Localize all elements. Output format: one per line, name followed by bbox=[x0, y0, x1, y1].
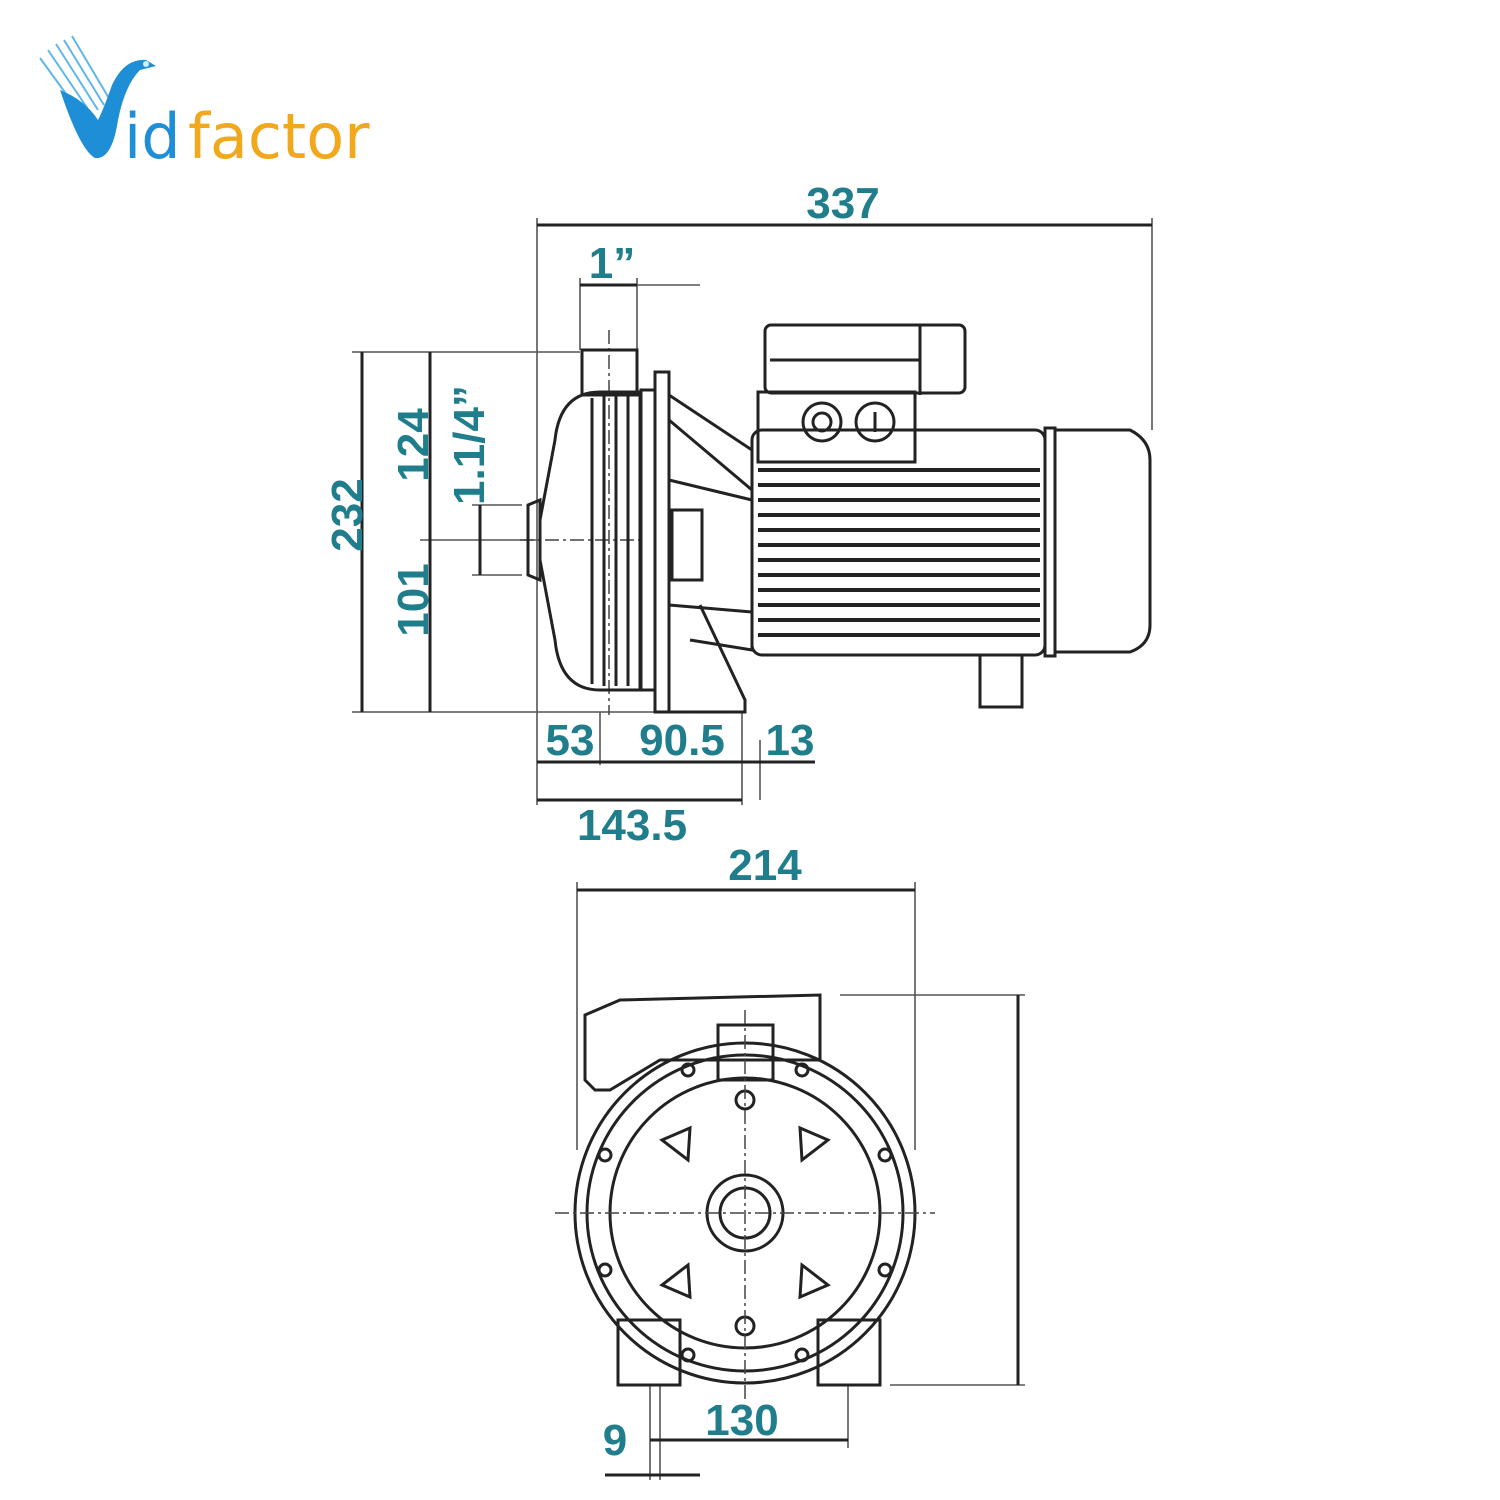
dim-foot-width: 13 bbox=[766, 716, 815, 765]
dim-total-height: 232 bbox=[323, 478, 372, 551]
vidfactor-logo: id factor bbox=[39, 35, 370, 173]
dim-flange-to-foot: 90.5 bbox=[639, 716, 725, 765]
dim-shaft-height: 101 bbox=[389, 563, 438, 636]
dim-inlet-to-foot: 143.5 bbox=[577, 801, 687, 850]
svg-text:id: id bbox=[124, 100, 181, 173]
side-view bbox=[352, 218, 1153, 805]
dim-overall-width: 214 bbox=[728, 841, 802, 890]
front-view bbox=[555, 882, 1025, 1480]
dim-foot-spacing: 130 bbox=[705, 1396, 778, 1445]
dim-foot-hole: 9 bbox=[603, 1416, 627, 1465]
dim-overall-length: 337 bbox=[806, 179, 879, 228]
dim-inlet-size: 1.1/4” bbox=[445, 385, 494, 505]
svg-text:factor: factor bbox=[188, 100, 370, 173]
dim-outlet-size: 1” bbox=[589, 239, 635, 288]
dim-upper-height: 124 bbox=[389, 408, 438, 482]
dim-inlet-to-flange: 53 bbox=[546, 716, 595, 765]
